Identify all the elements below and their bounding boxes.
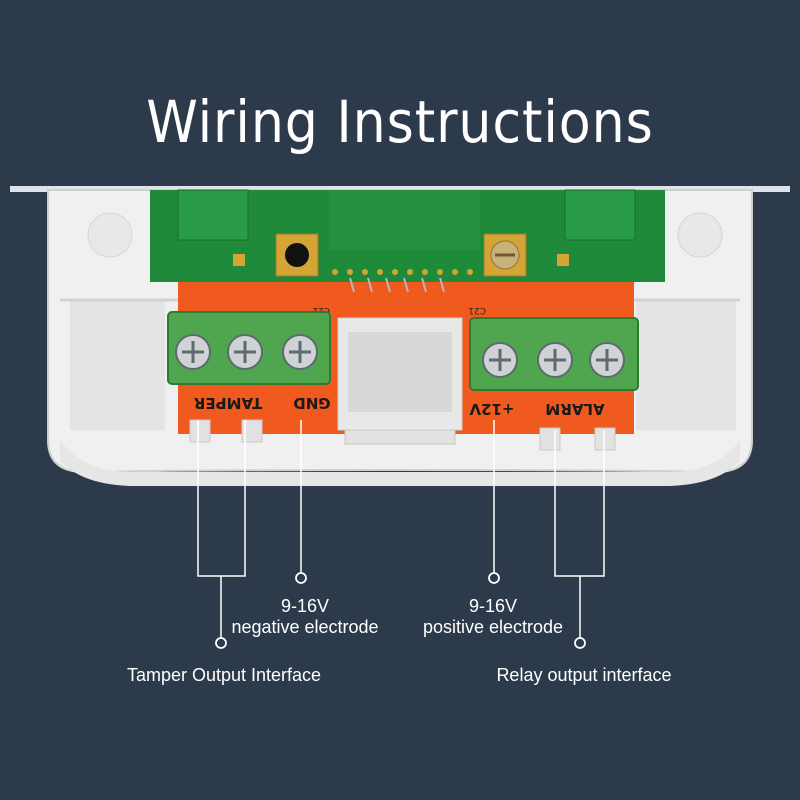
- gold-pad-right: [557, 254, 569, 266]
- page-title: Wiring Instructions: [146, 88, 654, 156]
- tamper-switch-button: [285, 243, 309, 267]
- leader-lines: [197, 420, 605, 641]
- silk-gnd: GND: [293, 394, 330, 412]
- pcb-pad-left: [177, 189, 249, 241]
- pcb-leads: [349, 277, 445, 293]
- gold-pad-left: [233, 254, 245, 266]
- silk-tamper: TAMPER: [193, 394, 262, 412]
- tamper-label: Tamper Output Interface: [126, 665, 322, 685]
- silk-c22: C22: [312, 305, 330, 315]
- pcb-pad-right: [564, 189, 636, 241]
- callout-dots: [215, 572, 586, 649]
- positive-voltage: 9-16V: [468, 596, 518, 616]
- negative-label: negative electrode: [231, 617, 379, 637]
- housing-inner-left: [70, 300, 165, 430]
- silk-plus12v: +12V: [469, 400, 514, 418]
- housing-lower-lip: [60, 440, 740, 486]
- housing-inner-right: [636, 300, 736, 430]
- silk-alarm: ALARM: [545, 400, 604, 418]
- terminal-screws-left: [175, 334, 318, 370]
- positive-label: positive electrode: [422, 617, 564, 637]
- negative-voltage: 9-16V: [280, 596, 330, 616]
- pcb-vias: [332, 269, 473, 275]
- positive-callout: 9-16V positive electrode: [408, 596, 578, 638]
- housing-boss-left: [87, 212, 133, 258]
- terminal-screws-right: [482, 342, 625, 378]
- board-cutout-inner: [348, 332, 452, 412]
- pcb-pad-center: [330, 190, 480, 250]
- negative-callout: 9-16V negative electrode: [220, 596, 390, 638]
- relay-label: Relay output interface: [496, 665, 672, 685]
- housing-clips: [189, 419, 616, 451]
- silk-c21: C21: [468, 305, 486, 315]
- housing-boss-right: [677, 212, 723, 258]
